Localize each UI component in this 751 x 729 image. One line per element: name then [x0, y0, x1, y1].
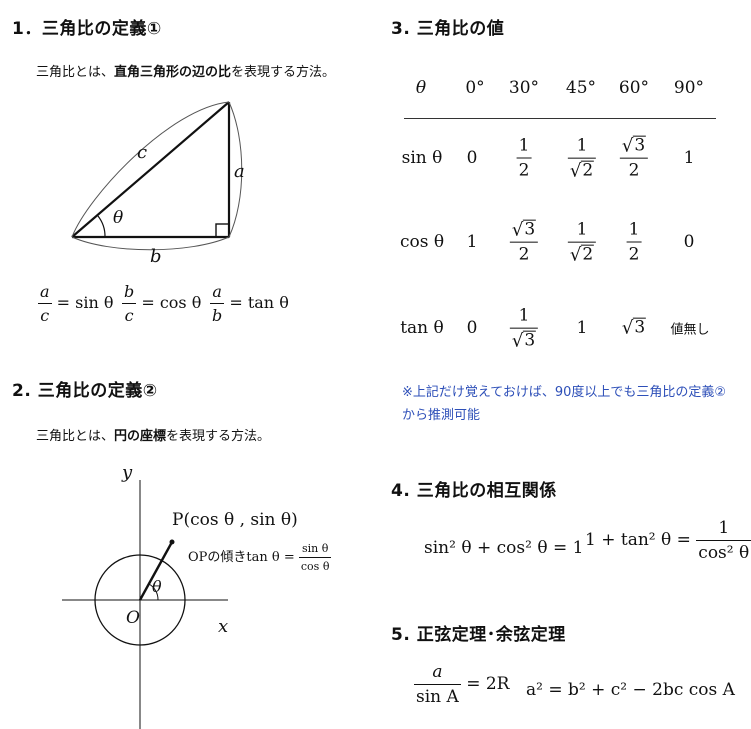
point-p-label: P(cos θ , sin θ)	[172, 510, 298, 530]
slope-label: OPの傾きtan θ =	[188, 550, 295, 565]
tan-90-value: 値無し	[670, 322, 710, 338]
point-p	[169, 539, 175, 545]
theta-label-2: θ	[152, 577, 162, 596]
section1-desc-post: を表現する方法。	[231, 65, 336, 80]
section2-description: 三角比とは、円の座標を表現する方法。	[36, 425, 270, 444]
brace-b	[71, 236, 230, 251]
section2-desc-bold: 円の座標	[114, 429, 167, 444]
table-header-0: 0°	[465, 78, 485, 98]
note-line-1: ※上記だけ覚えておけば、90度以上でも三角比の定義②	[402, 385, 727, 400]
tan-45-value: 1	[576, 318, 588, 338]
row-tan-label: tan θ	[400, 318, 444, 338]
table-header-90: 90°	[673, 78, 705, 98]
angle-arc-2	[148, 583, 159, 601]
pythagorean-identity: sin² θ + cos² θ = 1	[424, 538, 584, 558]
sin-90-value: 1	[683, 148, 695, 168]
section2-desc-pre: 三角比とは、	[36, 429, 115, 444]
section4-heading: 4. 三角比の相互関係	[391, 481, 557, 501]
label-a: a	[234, 161, 245, 182]
table-header-rule	[404, 118, 716, 119]
sin-0-value: 0	[466, 148, 478, 168]
section2-heading: 2. 三角比の定義②	[12, 381, 158, 401]
table-header-45: 45°	[565, 78, 597, 98]
label-c: c	[137, 142, 148, 163]
section1-desc-pre: 三角比とは、	[36, 65, 115, 80]
cos-0-value: 1	[466, 232, 478, 252]
row-sin-label: sin θ	[401, 148, 443, 168]
table-header-theta: θ	[415, 78, 427, 98]
brace-c	[71, 101, 230, 238]
tan-0-value: 0	[466, 318, 478, 338]
sin-45-value: 1√2	[567, 136, 597, 181]
right-angle-marker	[215, 223, 230, 238]
right-triangle-diagram	[71, 101, 243, 251]
angle-arc	[97, 215, 106, 238]
axis-x-label: x	[218, 616, 229, 637]
brace-a	[228, 101, 243, 238]
unit-circle-diagram	[62, 480, 228, 729]
law-of-sines-rhs: = 2R	[466, 674, 510, 694]
hypotenuse-line	[71, 101, 230, 238]
law-of-cosines: a² = b² + c² − 2bc cos A	[526, 680, 735, 700]
row-cos-label: cos θ	[399, 232, 445, 252]
cos-90-value: 0	[683, 232, 695, 252]
origin-label: O	[126, 608, 140, 628]
section1-description: 三角比とは、直角三角形の辺の比を表現する方法。	[36, 61, 335, 80]
tan-60-value: √3	[621, 317, 647, 339]
label-theta: θ	[113, 208, 124, 228]
note-line-2: から推測可能	[402, 408, 481, 423]
section5-heading: 5. 正弦定理･余弦定理	[391, 625, 566, 645]
section1-desc-bold: 直角三角形の辺の比	[114, 65, 232, 80]
section2-desc-post: を表現する方法。	[166, 429, 271, 444]
table-header-30: 30°	[508, 78, 540, 98]
axis-y-label: y	[122, 462, 133, 483]
section1-heading: 1．三角比の定義①	[12, 19, 162, 39]
section3-note: ※上記だけ覚えておけば、90度以上でも三角比の定義② から推測可能	[402, 381, 726, 427]
cos-45-value: 1√2	[567, 220, 597, 265]
radius-op	[138, 541, 174, 601]
table-header-60: 60°	[618, 78, 650, 98]
label-b: b	[150, 246, 162, 267]
section3-heading: 3. 三角比の値	[391, 19, 505, 39]
tan-30-value: 1√3	[509, 306, 539, 351]
tan-identity-lhs: 1 + tan² θ =	[585, 530, 691, 550]
